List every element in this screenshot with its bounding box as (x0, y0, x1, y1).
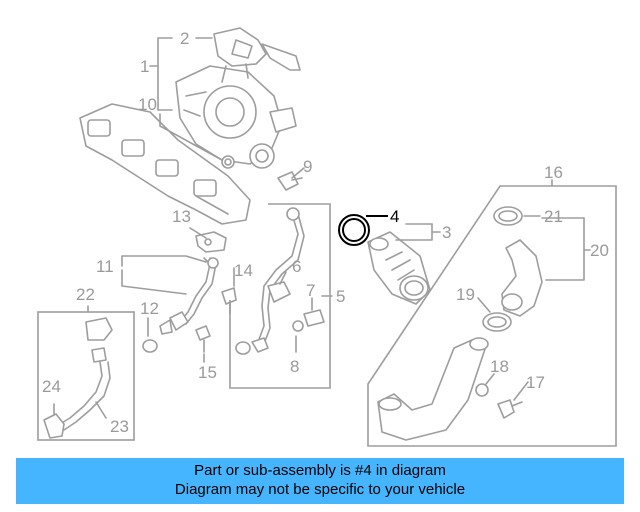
label-9: 9 (303, 157, 312, 176)
label-15: 15 (198, 363, 217, 382)
oring-part-4-highlight (338, 214, 370, 246)
label-14: 14 (234, 261, 253, 280)
label-4: 4 (390, 207, 399, 226)
leader-lines (53, 37, 591, 419)
label-3: 3 (442, 223, 451, 242)
label-12: 12 (140, 299, 159, 318)
label-10: 10 (138, 95, 157, 114)
box-part-5 (229, 203, 331, 389)
label-6: 6 (292, 257, 301, 276)
label-21: 21 (544, 207, 563, 226)
label-17: 17 (526, 373, 545, 392)
label-2: 2 (180, 29, 189, 48)
parts-diagram: 2 1 10 9 4 3 16 21 20 13 11 14 6 7 5 22 … (37, 27, 617, 447)
bolt-part-9 (277, 171, 303, 191)
label-22: 22 (76, 285, 95, 304)
label-7: 7 (306, 281, 315, 300)
label-13: 13 (172, 207, 191, 226)
box-part-16 (367, 185, 617, 447)
label-19: 19 (456, 285, 475, 304)
label-1: 1 (140, 57, 149, 76)
turbocharger-assembly (79, 27, 301, 225)
label-5: 5 (336, 287, 345, 306)
label-24: 24 (42, 377, 61, 396)
callout-labels: 2 1 10 9 4 3 16 21 20 13 11 14 6 7 5 22 … (42, 29, 609, 436)
oil-line-assembly (142, 231, 237, 353)
label-8: 8 (290, 357, 299, 376)
label-16: 16 (544, 163, 563, 182)
box-part-22 (37, 311, 135, 441)
intake-hose-part-3 (367, 231, 431, 305)
label-23: 23 (110, 417, 129, 436)
banner-line-part: Part or sub-assembly is #4 in diagram (194, 462, 446, 479)
label-11: 11 (96, 257, 114, 276)
part-info-banner: Part or sub-assembly is #4 in diagram Di… (16, 458, 624, 504)
banner-line-disclaimer: Diagram may not be specific to your vehi… (174, 481, 466, 498)
label-18: 18 (490, 357, 509, 376)
label-20: 20 (590, 241, 609, 260)
